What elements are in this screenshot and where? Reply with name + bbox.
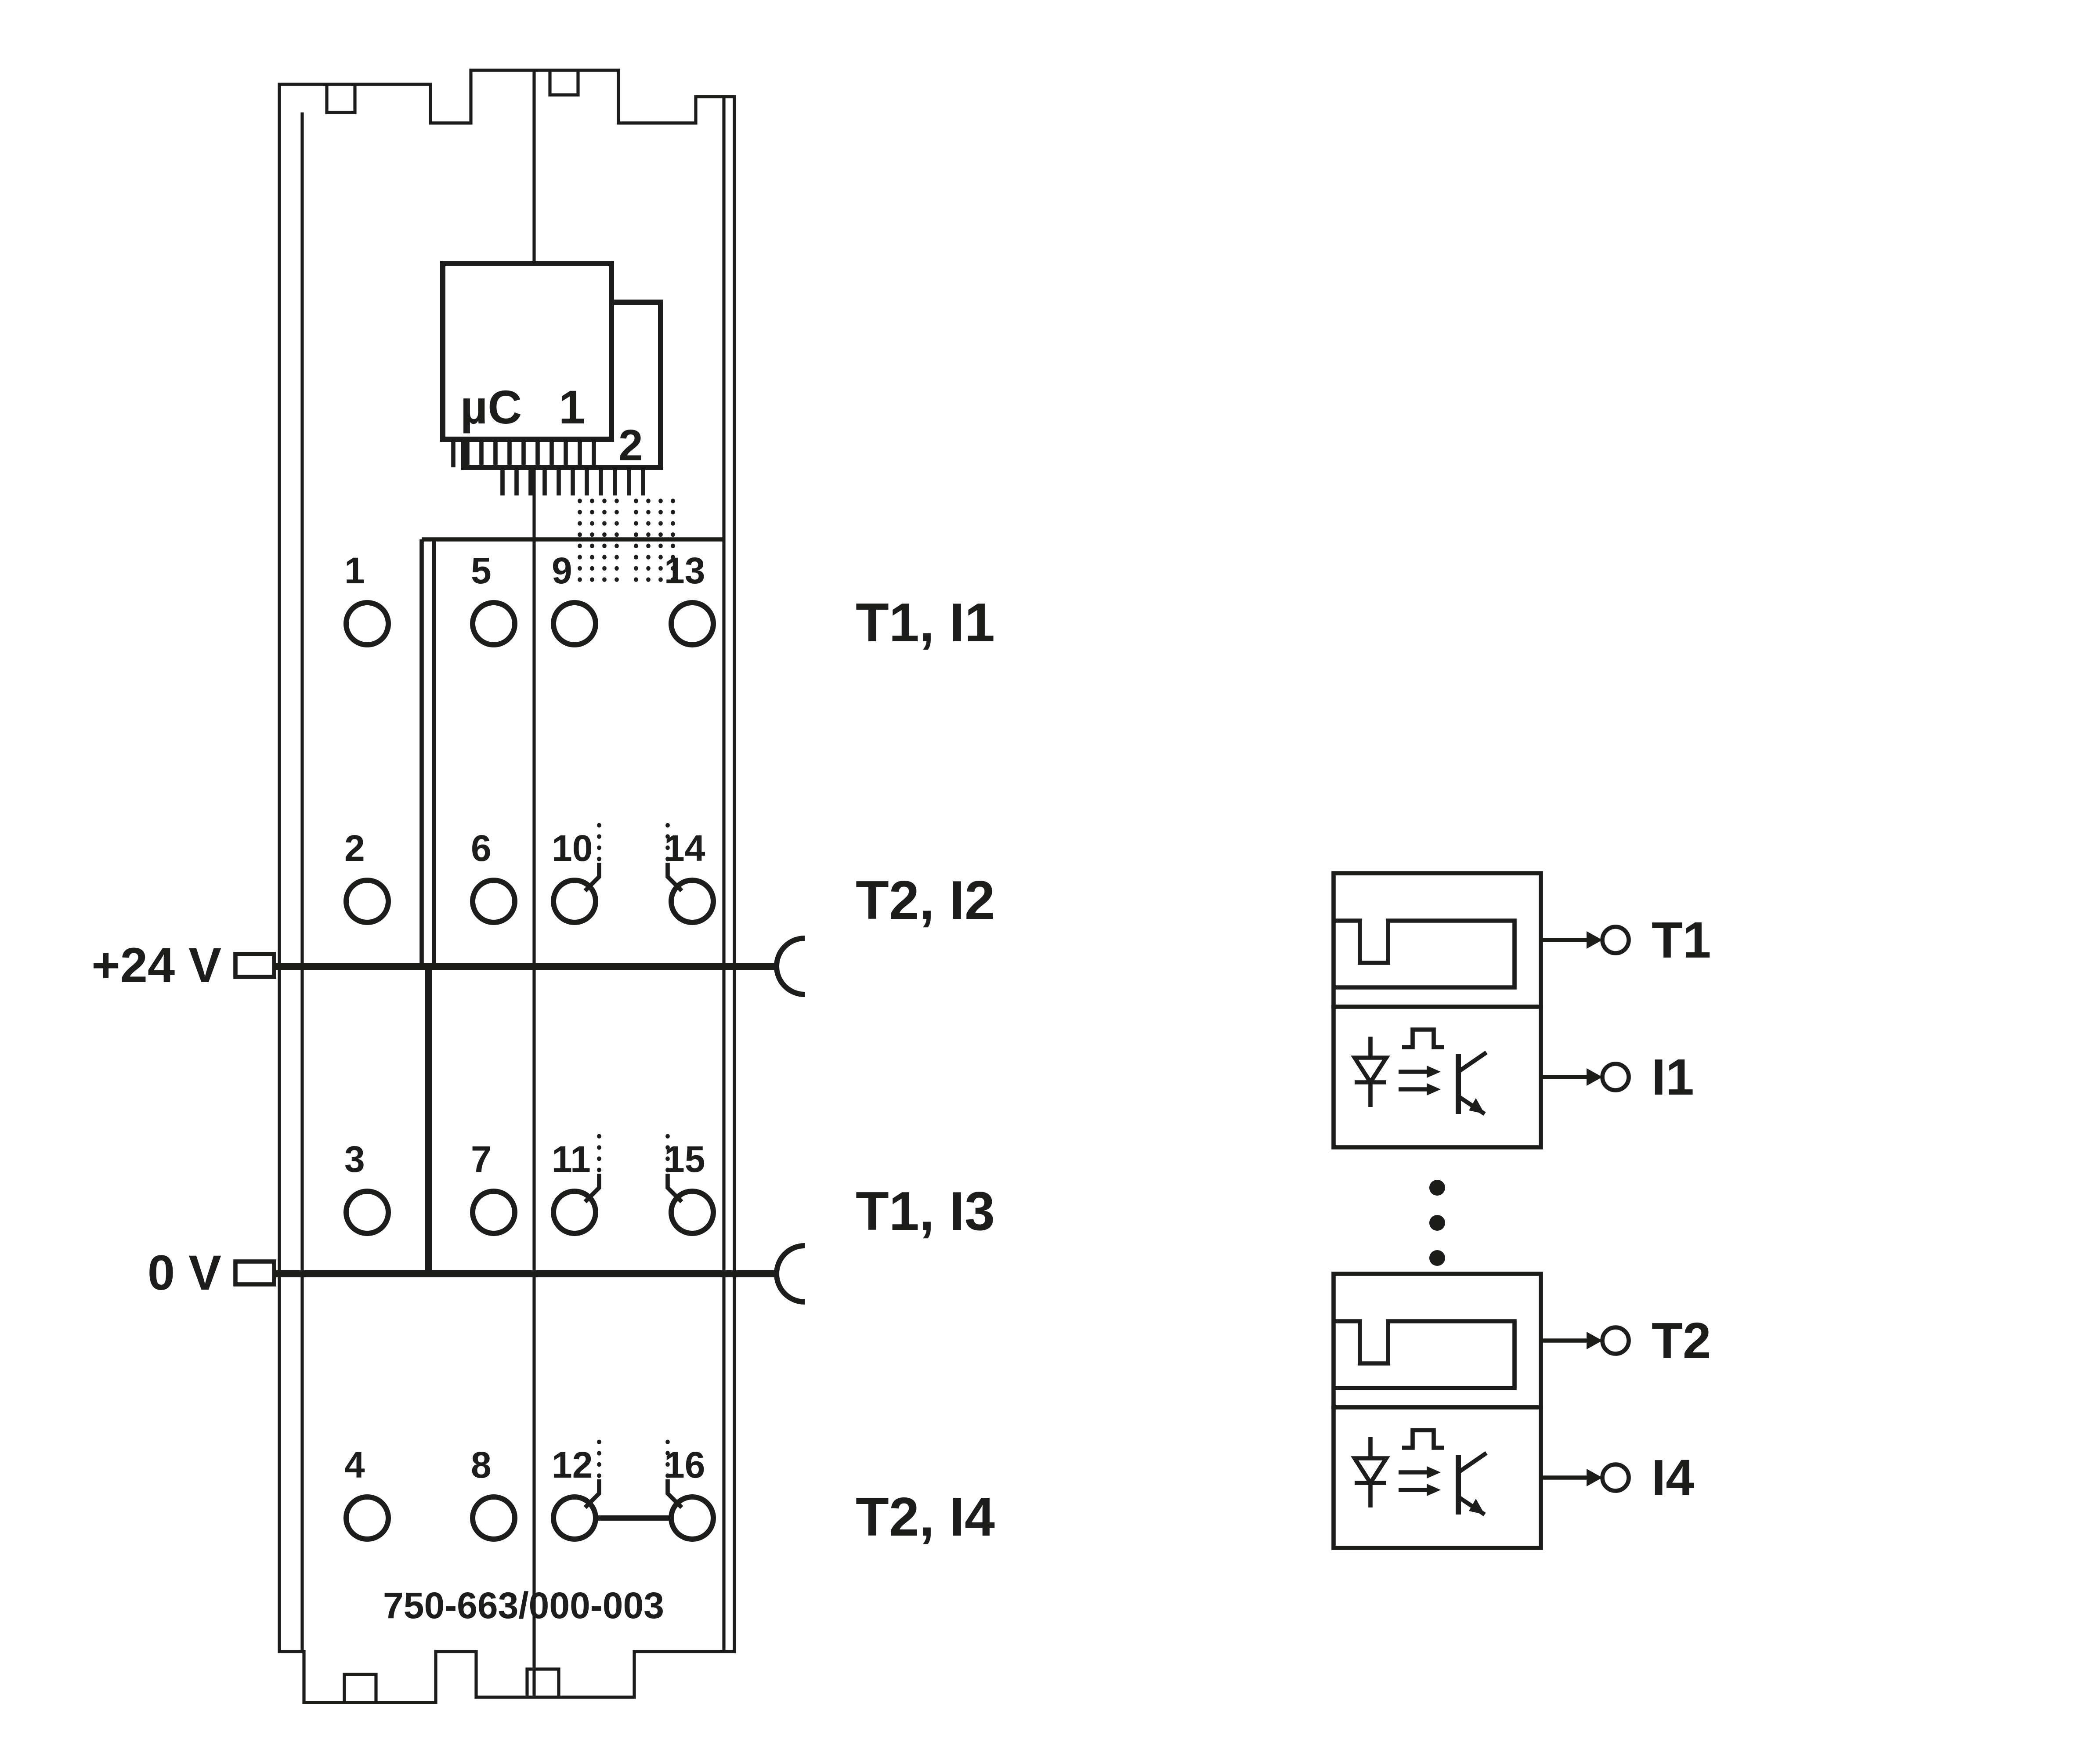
signal-label-row1: T1, I1 [856, 593, 995, 653]
contact-4 [343, 1494, 391, 1542]
jumper-contact-0v [774, 1243, 805, 1305]
phototransistor-icon [1456, 1051, 1488, 1116]
power-label-0v: 0 V [148, 1245, 221, 1300]
output-terminal-t2 [1600, 1325, 1631, 1356]
module-outline [278, 69, 736, 1704]
phototransistor-icon [1456, 1451, 1488, 1516]
contact-number: 8 [471, 1444, 492, 1486]
output-label-t1: T1 [1652, 911, 1711, 969]
contact-7 [470, 1189, 517, 1236]
module-notches [325, 70, 580, 1703]
terminal-24v [233, 952, 276, 979]
ellipsis-dots [1429, 1180, 1445, 1266]
contact-2 [343, 878, 391, 925]
contact-5 [470, 600, 517, 647]
uc-chip-1 [440, 261, 614, 442]
contact-row-2: 2 6 10 14 T2, I2 [343, 815, 995, 931]
row2-internal-link [583, 815, 683, 893]
contact-number: 14 [664, 828, 705, 869]
contact-row-4: 4 8 12 16 T2, I4 [343, 1431, 995, 1547]
uc-pins-row2 [500, 467, 645, 495]
internal-supply-wiring [419, 537, 724, 1274]
signal-label-row3: T1, I3 [856, 1181, 995, 1242]
coupling-arrows-icon [1399, 1066, 1441, 1095]
contact-number: 15 [664, 1139, 705, 1180]
pulse-glyph-icon [1402, 1428, 1444, 1450]
contact-number: 4 [344, 1444, 365, 1486]
contact-row-1: 1 5 9 13 T1, I1 [343, 550, 995, 653]
contact-3 [343, 1189, 391, 1236]
contact-number: 6 [471, 828, 492, 869]
power-rail-0v: 0 V [148, 1243, 805, 1305]
pulse-waveform-icon [1335, 918, 1517, 990]
row4-internal-link [583, 1431, 683, 1521]
jumper-contact-24v [774, 936, 805, 997]
contact-number: 9 [552, 550, 572, 591]
contact-8 [470, 1494, 517, 1542]
channel-detail: T1 I1 [1331, 871, 1711, 1550]
contact-row-3: 3 7 11 15 T1, I3 [343, 1126, 995, 1242]
uc-number-2: 2 [618, 421, 643, 470]
input-label-i4: I4 [1652, 1449, 1694, 1506]
contact-number: 12 [552, 1444, 593, 1486]
contact-number: 10 [552, 828, 593, 869]
contact-6 [470, 878, 517, 925]
led-icon [1351, 1437, 1390, 1507]
contact-number: 11 [552, 1139, 591, 1180]
contact-number: 13 [664, 550, 705, 591]
terminal-0v [233, 1259, 276, 1287]
opto-block-2 [1331, 1405, 1543, 1550]
coupling-arrows-icon [1399, 1466, 1441, 1496]
input-label-i1: I1 [1652, 1048, 1694, 1106]
timer-block-1 [1331, 871, 1543, 1009]
contact-number: 3 [344, 1139, 365, 1180]
power-label-24v: +24 V [91, 938, 221, 993]
output-terminal-i1 [1600, 1062, 1631, 1092]
arrow-icon [1587, 1332, 1602, 1349]
module-block [278, 69, 736, 1704]
pulse-glyph-icon [1402, 1027, 1444, 1049]
uc-label: µC [460, 380, 522, 434]
uc-number-1: 1 [559, 380, 585, 434]
output-label-t2: T2 [1652, 1312, 1711, 1369]
uc-dotted-links [578, 499, 675, 593]
pulse-waveform-icon [1335, 1319, 1517, 1390]
power-rail-24v: +24 V [91, 936, 805, 997]
output-terminal-i4 [1600, 1462, 1631, 1493]
output-t2: T2 [1541, 1312, 1711, 1369]
output-t1: T1 [1541, 911, 1711, 969]
timer-block-2 [1331, 1272, 1543, 1410]
output-terminal-t1 [1600, 925, 1631, 955]
microcontroller: µC 1 2 [440, 261, 675, 593]
arrow-icon [1587, 931, 1602, 949]
uc-pins-row1 [451, 439, 596, 467]
contact-number: 1 [344, 550, 365, 591]
contact-number: 7 [471, 1139, 492, 1180]
contact-number: 16 [664, 1444, 705, 1486]
output-i4: I4 [1541, 1449, 1694, 1506]
row3-internal-link [583, 1126, 683, 1204]
led-icon [1351, 1037, 1390, 1107]
contact-13 [669, 600, 716, 647]
part-number: 750-663/000-003 [383, 1585, 664, 1626]
opto-block-1 [1331, 1005, 1543, 1149]
module-inner-walls [300, 97, 726, 1652]
contact-number: 5 [471, 550, 492, 591]
arrow-icon [1587, 1068, 1602, 1086]
signal-label-row4: T2, I4 [856, 1487, 995, 1547]
arrow-icon [1587, 1469, 1602, 1486]
contact-9 [551, 600, 598, 647]
contact-1 [343, 600, 391, 647]
signal-label-row2: T2, I2 [856, 870, 995, 931]
contact-number: 2 [344, 828, 365, 869]
output-i1: I1 [1541, 1048, 1694, 1106]
